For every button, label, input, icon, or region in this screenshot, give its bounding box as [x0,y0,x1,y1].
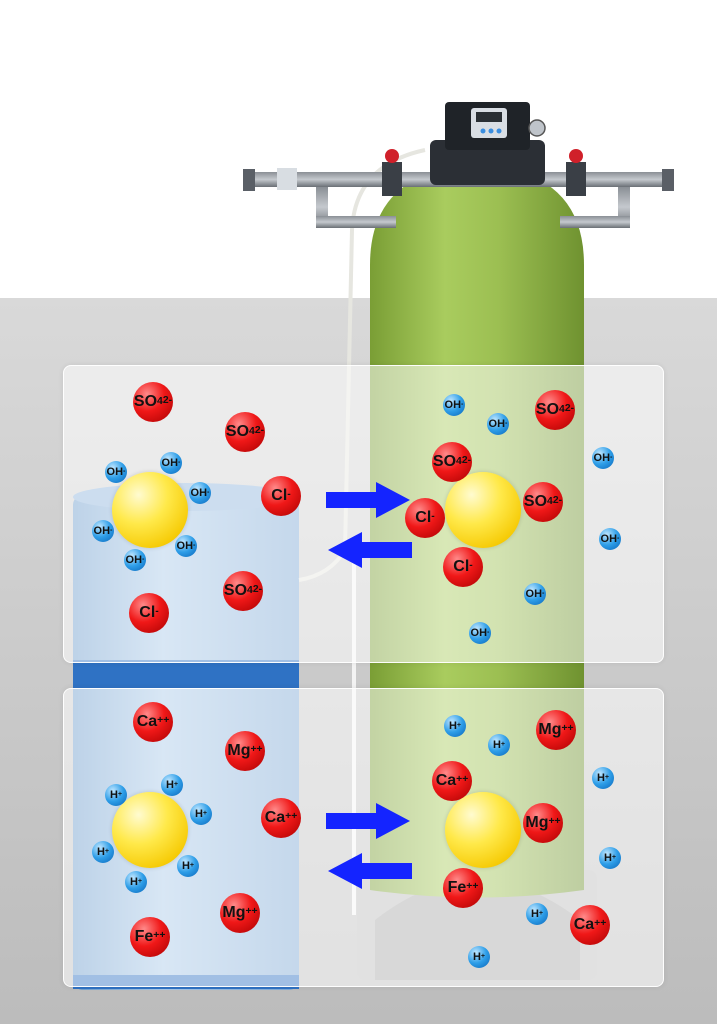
resin-bead [445,792,521,868]
ion-symbol: H [194,808,203,820]
resin-bead [445,472,521,548]
ion-oh: OH- [160,452,182,474]
arrow-left [328,532,412,568]
ion-symbol: H [492,739,501,751]
ion-symbol: Fe [447,879,467,896]
ion-symbol: Mg [222,904,246,921]
ion-mg: Mg++ [523,803,563,843]
ion-oh: OH- [443,394,465,416]
ion-symbol: Mg [538,721,562,738]
ion-ca: Ca++ [133,702,173,742]
ion-symbol: H [129,876,138,888]
ion-symbol: OH [161,457,179,469]
ion-symbol: OH [525,588,543,600]
ion-symbol: OH [488,418,506,430]
ion-symbol: H [165,779,174,791]
ion-symbol: H [530,908,539,920]
ion-h: H+ [599,847,621,869]
ion-symbol: Ca [136,713,158,730]
control-valve-head [430,102,546,185]
ion-oh: OH- [524,583,546,605]
ion-h: H+ [468,946,490,968]
ion-symbol: H [96,846,105,858]
ion-h: H+ [488,734,510,756]
ion-fe: Fe++ [443,868,483,908]
ion-symbol: Cl [271,487,288,504]
ion-symbol: Mg [227,742,251,759]
ion-symbol: OH [593,452,611,464]
ion-mg: Mg++ [220,893,260,933]
ion-h: H+ [161,774,183,796]
ion-symbol: Cl [453,558,470,575]
ion-h: H+ [444,715,466,737]
ion-h: H+ [190,803,212,825]
ion-symbol: H [181,860,190,872]
ion-symbol: OH [93,525,111,537]
ion-cl: Cl- [129,593,169,633]
ion-symbol: H [472,951,481,963]
ion-oh: OH- [92,520,114,542]
ion-symbol: SO [535,401,560,418]
ion-h: H+ [125,871,147,893]
ion-fe: Fe++ [130,917,170,957]
ion-cl: Cl- [443,547,483,587]
ion-oh: OH- [105,461,127,483]
ion-symbol: OH [125,554,143,566]
ion-h: H+ [92,841,114,863]
ion-symbol: H [603,852,612,864]
ion-symbol: OH [470,627,488,639]
ion-symbol: Mg [525,814,549,831]
ion-ca: Ca++ [432,761,472,801]
ion-oh: OH- [599,528,621,550]
ion-oh: OH- [124,549,146,571]
ion-symbol: H [109,789,118,801]
resin-bead [112,472,188,548]
ion-ca: Ca++ [261,798,301,838]
ion-oh: OH- [487,413,509,435]
ion-h: H+ [526,903,548,925]
ion-h: H+ [592,767,614,789]
ion-oh: OH- [469,622,491,644]
ion-symbol: H [448,720,457,732]
ion-oh: OH- [592,447,614,469]
ion-symbol: SO [133,393,158,410]
arrow-right [326,482,410,518]
ion-symbol: Cl [415,509,432,526]
ion-symbol: Cl [139,604,156,621]
ion-symbol: SO [523,493,548,510]
wall [0,0,717,298]
ion-symbol: SO [225,423,250,440]
ion-oh: OH- [175,535,197,557]
ion-cl: Cl- [405,498,445,538]
ion-mg: Mg++ [536,710,576,750]
ion-symbol: OH [106,466,124,478]
ion-symbol: Fe [134,928,154,945]
ion-h: H+ [177,855,199,877]
arrow-left [328,853,412,889]
ion-symbol: OH [600,533,618,545]
ion-oh: OH- [189,482,211,504]
ion-symbol: OH [176,540,194,552]
ion-symbol: Ca [435,772,457,789]
ion-symbol: OH [444,399,462,411]
ion-mg: Mg++ [225,731,265,771]
ion-symbol: SO [223,582,248,599]
ion-symbol: SO [432,453,457,470]
ion-ca: Ca++ [570,905,610,945]
ion-symbol: H [596,772,605,784]
ion-symbol: OH [190,487,208,499]
ion-h: H+ [105,784,127,806]
resin-bead [112,792,188,868]
ion-cl: Cl- [261,476,301,516]
arrow-right [326,803,410,839]
ion-symbol: Ca [264,809,286,826]
ion-symbol: Ca [573,916,595,933]
